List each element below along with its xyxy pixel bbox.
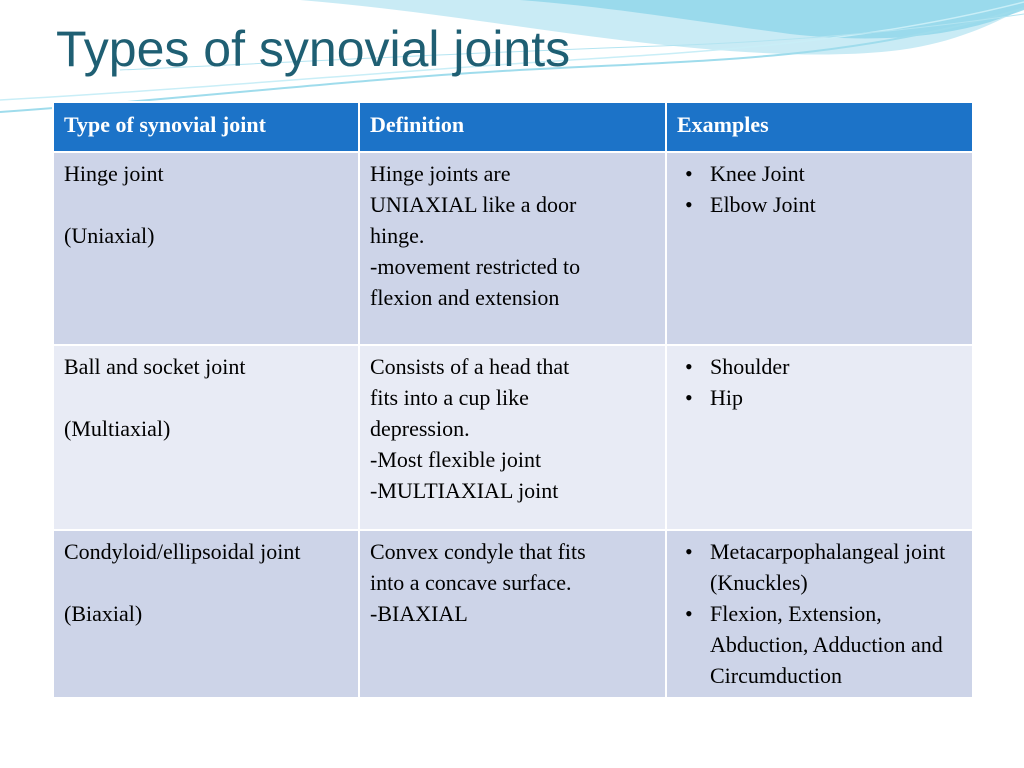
synovial-joints-table: Type of synovial joint Definition Exampl… bbox=[52, 101, 974, 699]
example-text: Metacarpophalangeal joint (Knuckles) bbox=[710, 539, 946, 595]
list-item: • Shoulder bbox=[677, 351, 963, 382]
definition-line: depression. bbox=[370, 416, 470, 441]
definition-line: hinge. bbox=[370, 223, 425, 248]
slide-title: Types of synovial joints bbox=[56, 21, 571, 77]
examples-list: • Shoulder • Hip bbox=[677, 351, 963, 413]
examples-list: • Knee Joint • Elbow Joint bbox=[677, 158, 963, 220]
example-text: Hip bbox=[710, 385, 743, 410]
definition-cell: Consists of a head that fits into a cup … bbox=[358, 344, 667, 531]
table-header-row: Type of synovial joint Definition Exampl… bbox=[52, 101, 974, 153]
examples-cell: • Metacarpophalangeal joint (Knuckles) • F… bbox=[665, 529, 974, 699]
example-text: Shoulder bbox=[710, 354, 790, 379]
examples-cell: • Knee Joint • Elbow Joint bbox=[665, 151, 974, 346]
joint-type-name: Ball and socket joint bbox=[64, 354, 246, 379]
definition-cell: Convex condyle that fits into a concave … bbox=[358, 529, 667, 699]
joint-type-name: Condyloid/ellipsoidal joint bbox=[64, 539, 301, 564]
joint-axis: (Uniaxial) bbox=[64, 223, 155, 248]
definition-line: Consists of a head that bbox=[370, 354, 570, 379]
definition-line: fits into a cup like bbox=[370, 385, 529, 410]
joint-type-name: Hinge joint bbox=[64, 161, 164, 186]
type-cell: Hinge joint (Uniaxial) bbox=[52, 151, 360, 346]
definition-cell: Hinge joints are UNIAXIAL like a door hi… bbox=[358, 151, 667, 346]
joint-axis: (Multiaxial) bbox=[64, 416, 171, 441]
definition-line: -MULTIAXIAL joint bbox=[370, 478, 559, 503]
joint-axis: (Biaxial) bbox=[64, 601, 143, 626]
definition-line: into a concave surface. bbox=[370, 570, 572, 595]
definition-line: flexion and extension bbox=[370, 285, 560, 310]
bullet-icon: • bbox=[685, 192, 693, 217]
bullet-icon: • bbox=[685, 385, 693, 410]
definition-line: -movement restricted to bbox=[370, 254, 581, 279]
bullet-icon: • bbox=[685, 539, 693, 564]
example-text: Elbow Joint bbox=[710, 192, 816, 217]
type-cell: Condyloid/ellipsoidal joint (Biaxial) bbox=[52, 529, 360, 699]
table-row-condyloid: Condyloid/ellipsoidal joint (Biaxial) Co… bbox=[52, 529, 974, 699]
definition-line: UNIAXIAL like a door bbox=[370, 192, 577, 217]
definition-line: Hinge joints are bbox=[370, 161, 511, 186]
examples-cell: • Shoulder • Hip bbox=[665, 344, 974, 531]
column-header-definition: Definition bbox=[358, 101, 667, 153]
type-cell: Ball and socket joint (Multiaxial) bbox=[52, 344, 360, 531]
decorative-wave-background bbox=[0, 0, 1024, 130]
definition-line: -BIAXIAL bbox=[370, 601, 468, 626]
definition-line: -Most flexible joint bbox=[370, 447, 542, 472]
column-header-type: Type of synovial joint bbox=[52, 101, 360, 153]
definition-line: Convex condyle that fits bbox=[370, 539, 586, 564]
table-row-ball-socket: Ball and socket joint (Multiaxial) Consi… bbox=[52, 344, 974, 531]
list-item: • Elbow Joint bbox=[677, 189, 963, 220]
example-text: Flexion, Extension, Abduction, Adduction… bbox=[710, 601, 943, 688]
example-text: Knee Joint bbox=[710, 161, 805, 186]
table-row-hinge: Hinge joint (Uniaxial) Hinge joints are … bbox=[52, 151, 974, 346]
examples-list: • Metacarpophalangeal joint (Knuckles) • F… bbox=[677, 536, 963, 691]
column-header-examples: Examples bbox=[665, 101, 974, 153]
bullet-icon: • bbox=[685, 601, 693, 626]
bullet-icon: • bbox=[685, 161, 693, 186]
list-item: • Flexion, Extension, Abduction, Adductio… bbox=[677, 598, 963, 691]
list-item: • Hip bbox=[677, 382, 963, 413]
list-item: • Knee Joint bbox=[677, 158, 963, 189]
list-item: • Metacarpophalangeal joint (Knuckles) bbox=[677, 536, 963, 598]
bullet-icon: • bbox=[685, 354, 693, 379]
